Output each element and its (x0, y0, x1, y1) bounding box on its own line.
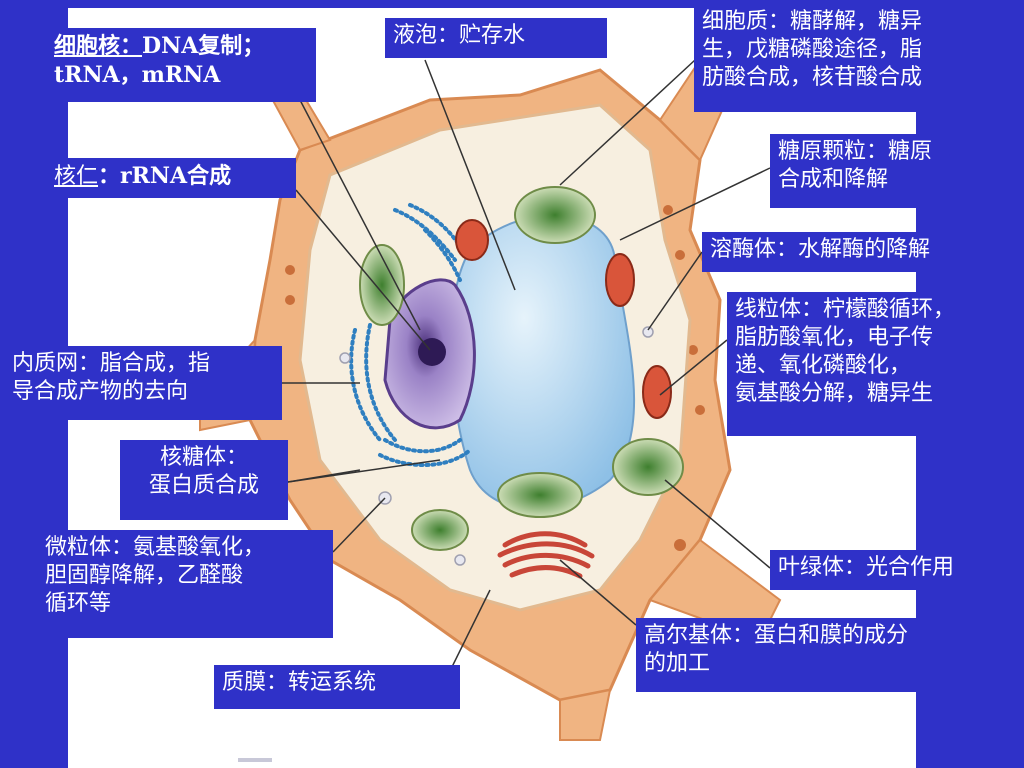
vacuole-text: 液泡：贮存水 (393, 23, 526, 48)
mitochondria-label: 线粒体：柠檬酸循环， 脂肪酸氧化，电子传 递、氧化磷酸化， 氨基酸分解，糖异生 (727, 292, 1017, 436)
ribosome-line-2: 蛋白质合成 (148, 473, 259, 498)
endoplasmic-reticulum (349, 203, 472, 468)
lysosome-label: 溶酶体：水解酶的降解 (702, 232, 1004, 272)
golgi-line-2: 的加工 (644, 651, 711, 676)
nucleolus (418, 338, 446, 366)
cytoplasm-line-3: 肪酸合成，核苷酸合成 (702, 65, 923, 90)
microbody-label: 微粒体：氨基酸氧化， 胆固醇降解，乙醛酸 循环等 (37, 530, 333, 638)
cytoplasm-line-1: 细胞质：糖酵解，糖异 (702, 9, 923, 34)
lysosome-text: 溶酶体：水解酶的降解 (710, 237, 931, 262)
mitochondria-line-3: 递、氧化磷酸化， (735, 353, 912, 378)
microbody-line-1: 微粒体：氨基酸氧化， (45, 535, 266, 560)
nucleus-desc-2: tRNA，mRNA (54, 62, 221, 88)
slide-footer-mark (238, 758, 272, 762)
nucleolus-desc: ：rRNA合成 (98, 163, 232, 189)
vacuole-label: 液泡：贮存水 (385, 18, 607, 58)
er-label: 内质网：脂合成，指 导合成产物的去向 (4, 346, 282, 420)
ribosome-label: 核糖体： 蛋白质合成 (120, 440, 288, 520)
er-line-2: 导合成产物的去向 (12, 379, 189, 404)
mitochondria (455, 219, 672, 419)
vesicles (339, 326, 654, 566)
glycogen-label: 糖原颗粒：糖原 合成和降解 (770, 134, 992, 208)
membrane-label: 质膜：转运系统 (214, 665, 460, 709)
microbody-line-3: 循环等 (45, 591, 112, 616)
golgi-line-1: 高尔基体：蛋白和膜的成分 (644, 623, 909, 648)
chloroplast-text: 叶绿体：光合作用 (778, 555, 955, 580)
glycogen-line-2: 合成和降解 (778, 167, 889, 192)
chloroplasts (359, 186, 684, 551)
ribosome-line-1: 核糖体： (159, 445, 248, 470)
golgi-label: 高尔基体：蛋白和膜的成分 的加工 (636, 618, 994, 692)
mitochondria-line-1: 线粒体：柠檬酸循环， (735, 297, 956, 322)
microbody-line-2: 胆固醇降解，乙醛酸 (45, 563, 244, 588)
nucleus-label: 细胞核：DNA复制； tRNA，mRNA (46, 28, 316, 102)
cytoplasm-line-2: 生，戊糖磷酸途径，脂 (702, 37, 923, 62)
er-line-1: 内质网：脂合成，指 (12, 351, 211, 376)
nucleolus-label: 核仁：rRNA合成 (46, 158, 296, 198)
leader-lines (282, 59, 771, 676)
nucleolus-name: 核仁 (54, 164, 99, 189)
chloroplast-label: 叶绿体：光合作用 (770, 550, 1014, 590)
mitochondria-line-4: 氨基酸分解，糖异生 (735, 381, 934, 406)
glycogen-line-1: 糖原颗粒：糖原 (778, 139, 933, 164)
nucleus-desc: DNA复制； (142, 33, 265, 59)
membrane-text: 质膜：转运系统 (222, 670, 377, 695)
nucleus-name: 细胞核： (54, 33, 143, 59)
cytoplasm-label: 细胞质：糖酵解，糖异 生，戊糖磷酸途径，脂 肪酸合成，核苷酸合成 (694, 4, 994, 112)
mitochondria-line-2: 脂肪酸氧化，电子传 (735, 325, 934, 350)
golgi-apparatus (497, 531, 595, 579)
